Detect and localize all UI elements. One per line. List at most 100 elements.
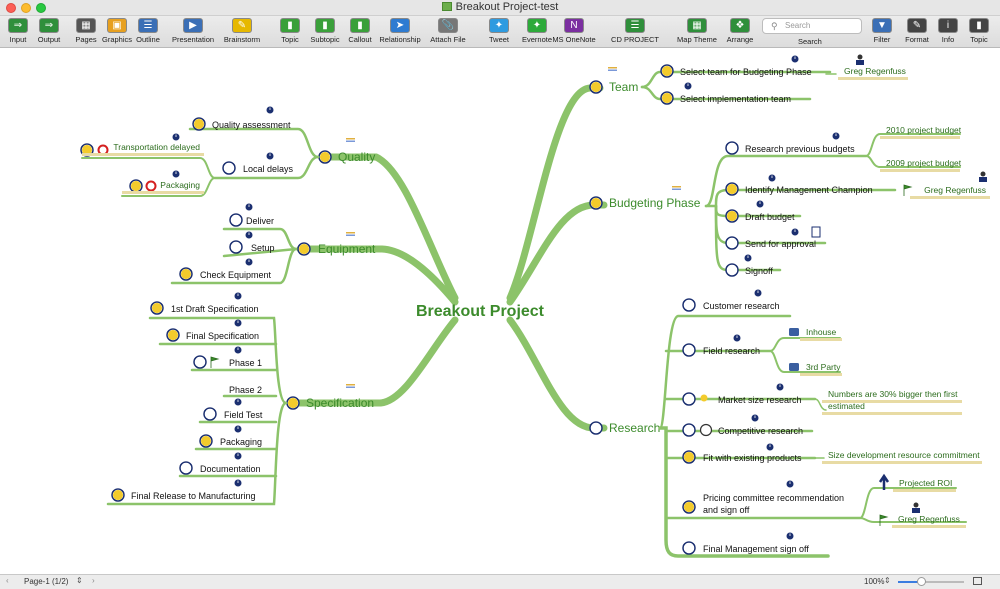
topic-final-release-to-manufacturing[interactable]: Final Release to Manufacturing xyxy=(131,491,256,501)
page-stepper-icon[interactable]: ⇕ xyxy=(76,576,83,585)
pages-toolbar-button[interactable]: ▦Pages xyxy=(60,17,112,47)
topic-quality[interactable]: Quality xyxy=(338,150,375,164)
topic-pricing-committee[interactable]: Pricing committee recommendation xyxy=(703,493,844,503)
topic-budgeting-phase[interactable]: Budgeting Phase xyxy=(609,196,701,210)
topic-equipment[interactable]: Equipment xyxy=(318,242,376,256)
topic-select-implementation-team[interactable]: Select implementation team xyxy=(680,94,791,104)
callout-transportation-delayed[interactable]: Transportation delayed xyxy=(113,142,200,152)
zoom-slider-knob[interactable] xyxy=(917,577,927,586)
close-window-button[interactable] xyxy=(6,3,16,13)
callout-packaging-quality[interactable]: Packaging xyxy=(160,180,200,190)
topic-toolbar-button[interactable]: ▮Topic xyxy=(953,17,1000,47)
topic-deliver[interactable]: Deliver xyxy=(246,216,274,226)
minimize-window-button[interactable] xyxy=(21,3,31,13)
topic-field-test[interactable]: Field Test xyxy=(224,410,263,420)
person-body xyxy=(856,60,864,65)
callout-inhouse[interactable]: Inhouse xyxy=(806,327,837,337)
outline-toolbar-button[interactable]: ☰Outline xyxy=(122,17,174,47)
topic-customer-research[interactable]: Customer research xyxy=(703,301,780,311)
callout-size-development[interactable]: Size development resource commitment xyxy=(828,450,980,460)
topic-documentation[interactable]: Documentation xyxy=(200,464,261,474)
topic-phase-1[interactable]: Phase 1 xyxy=(229,358,262,368)
zoom-window-button[interactable] xyxy=(36,3,46,13)
topic-phase-2[interactable]: Phase 2 xyxy=(229,385,262,395)
progress-ring xyxy=(111,488,125,502)
topic-field-research[interactable]: Field research xyxy=(703,346,760,356)
format-toolbar-button[interactable]: ✎Format xyxy=(891,17,943,47)
topic-signoff[interactable]: Signoff xyxy=(745,266,773,276)
brainstorm-toolbar-button[interactable]: ✎Brainstorm xyxy=(216,17,268,47)
topic-fit-with-existing-products[interactable]: Fit with existing products xyxy=(703,453,802,463)
topic-identify-management-champion[interactable]: Identify Management Champion xyxy=(745,185,873,195)
topic-final-management-sign-off[interactable]: Final Management sign off xyxy=(703,544,809,554)
callout-greg-regenfuss-budget[interactable]: Greg Regenfuss xyxy=(924,185,986,195)
branch-line xyxy=(769,350,841,373)
input-toolbar-button[interactable]: ⇒Input xyxy=(0,17,44,47)
callout-bar xyxy=(822,400,962,403)
attach-file-toolbar-button[interactable]: 📎Attach File xyxy=(422,17,474,47)
filter-toolbar-button[interactable]: ▼Filter xyxy=(856,17,908,47)
thumbs-up-icon xyxy=(789,328,799,336)
presentation-toolbar-button[interactable]: ▶Presentation xyxy=(167,17,219,47)
topic-setup[interactable]: Setup xyxy=(251,243,275,253)
callout-2010-project-budget[interactable]: 2010 project budget xyxy=(886,125,962,135)
toolbar-label: Callout xyxy=(348,35,372,44)
callout-greg-regenfuss-research[interactable]: Greg Regenfuss xyxy=(898,514,960,524)
topic-toolbar-button[interactable]: ▮Topic xyxy=(264,17,316,47)
topic-final-specification[interactable]: Final Specification xyxy=(186,331,259,341)
branch-line xyxy=(814,398,827,411)
topic-local-delays[interactable]: Local delays xyxy=(243,164,294,174)
topic-select-team-budgeting[interactable]: Select team for Budgeting Phase xyxy=(680,67,812,77)
branch-line xyxy=(148,316,288,405)
topic-check-equipment[interactable]: Check Equipment xyxy=(200,270,272,280)
evernote-toolbar-button[interactable]: ✦Evernote xyxy=(511,17,563,47)
topic-packaging[interactable]: Packaging xyxy=(220,437,262,447)
topic-research[interactable]: Research xyxy=(609,421,660,435)
arrange-toolbar-button[interactable]: ❖Arrange xyxy=(714,17,766,47)
topic-market-size-research[interactable]: Market size research xyxy=(718,395,802,405)
priority-ribbon-icon xyxy=(346,386,355,388)
zoom-slider[interactable] xyxy=(898,577,964,586)
info-icon: i xyxy=(938,18,958,33)
branch-line xyxy=(213,155,320,180)
relationship-toolbar-button[interactable]: ➤Relationship xyxy=(374,17,426,47)
toolbar-label: Outline xyxy=(136,35,160,44)
topic-1st-draft-specification[interactable]: 1st Draft Specification xyxy=(171,304,259,314)
search-field[interactable]: ⚲Search xyxy=(762,18,862,34)
topic-team[interactable]: Team xyxy=(609,80,638,94)
callout-toolbar-button[interactable]: ▮Callout xyxy=(334,17,386,47)
topic-pricing-committee-line2[interactable]: and sign off xyxy=(703,505,750,515)
progress-fill xyxy=(130,181,141,192)
topic-send-for-approval[interactable]: Send for approval xyxy=(745,239,816,249)
topic-quality-assessment[interactable]: Quality assessment xyxy=(212,120,291,130)
topic-research-previous-budgets[interactable]: Research previous budgets xyxy=(745,144,855,154)
map-theme-toolbar-button[interactable]: ▦Map Theme xyxy=(671,17,723,47)
progress-fill xyxy=(298,244,309,255)
fit-page-icon[interactable] xyxy=(973,577,982,585)
zoom-stepper-icon[interactable]: ⇕ xyxy=(884,576,891,585)
callout-projected-roi[interactable]: Projected ROI xyxy=(899,478,952,488)
topic-draft-budget[interactable]: Draft budget xyxy=(745,212,795,222)
graphics-toolbar-button[interactable]: ▣Graphics xyxy=(91,17,143,47)
tweet-toolbar-button[interactable]: ✦Tweet xyxy=(473,17,525,47)
page-indicator[interactable]: Page-1 (1/2) xyxy=(24,577,69,586)
subtopic-toolbar-button[interactable]: ▮Subtopic xyxy=(299,17,351,47)
prev-page-arrow-icon[interactable]: ‹ xyxy=(6,576,9,585)
callout-3rd-party[interactable]: 3rd Party xyxy=(806,362,841,372)
topic-specification[interactable]: Specification xyxy=(306,396,374,410)
output-toolbar-button[interactable]: ⇒Output xyxy=(23,17,75,47)
central-topic[interactable]: Breakout Project xyxy=(416,303,545,320)
relationship-icon: ➤ xyxy=(390,18,410,33)
callout-numbers-bigger[interactable]: Numbers are 30% bigger then first xyxy=(828,389,958,399)
main-branch-line xyxy=(296,245,459,306)
onenote-icon: N xyxy=(564,18,584,33)
callout-2009-project-budget[interactable]: 2009 project budget xyxy=(886,158,962,168)
callout-greg-regenfuss-team[interactable]: Greg Regenfuss xyxy=(844,66,906,76)
mind-map-canvas[interactable]: Breakout Project Team Select team for Budg… xyxy=(0,48,1000,574)
next-page-arrow-icon[interactable]: › xyxy=(92,576,95,585)
callout-estimated[interactable]: estimated xyxy=(828,401,865,411)
cd-project-toolbar-button[interactable]: ☰CD PROJECT xyxy=(609,17,661,47)
topic-competitive-research[interactable]: Competitive research xyxy=(718,426,803,436)
